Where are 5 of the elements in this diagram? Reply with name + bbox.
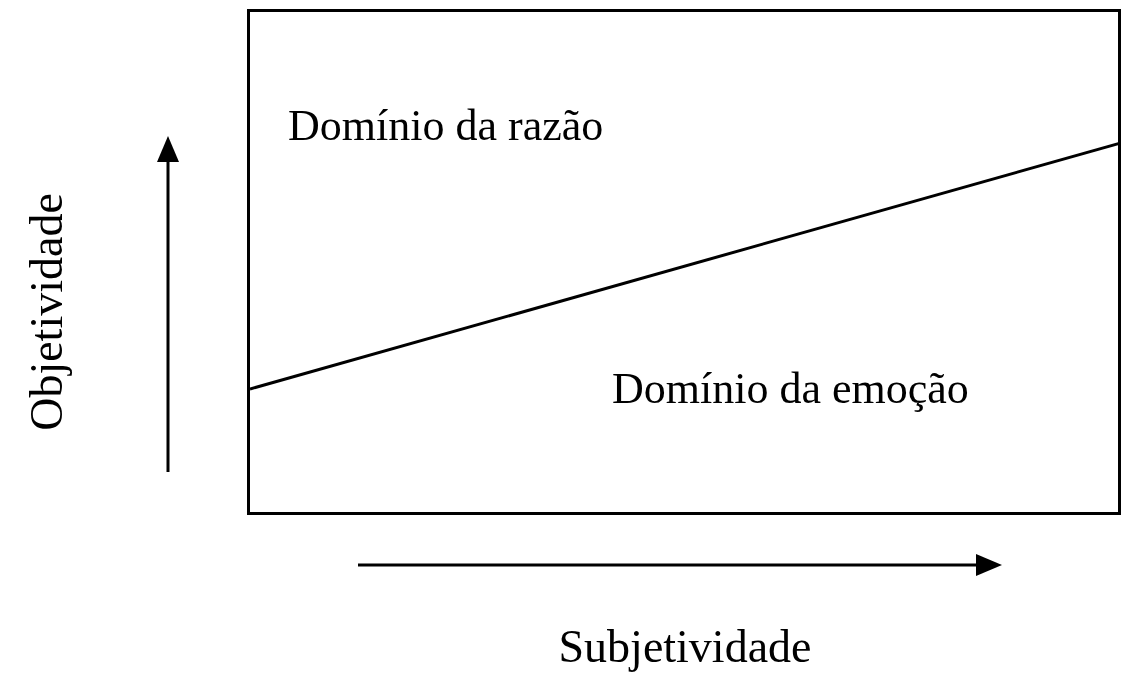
axis-label: Subjetividade xyxy=(558,624,812,670)
chart-frame xyxy=(247,9,1121,515)
region-label: Domínio da emoção xyxy=(612,367,969,411)
region-label: Domínio da razão xyxy=(288,104,604,148)
axis-label: Objetividade xyxy=(24,193,70,431)
